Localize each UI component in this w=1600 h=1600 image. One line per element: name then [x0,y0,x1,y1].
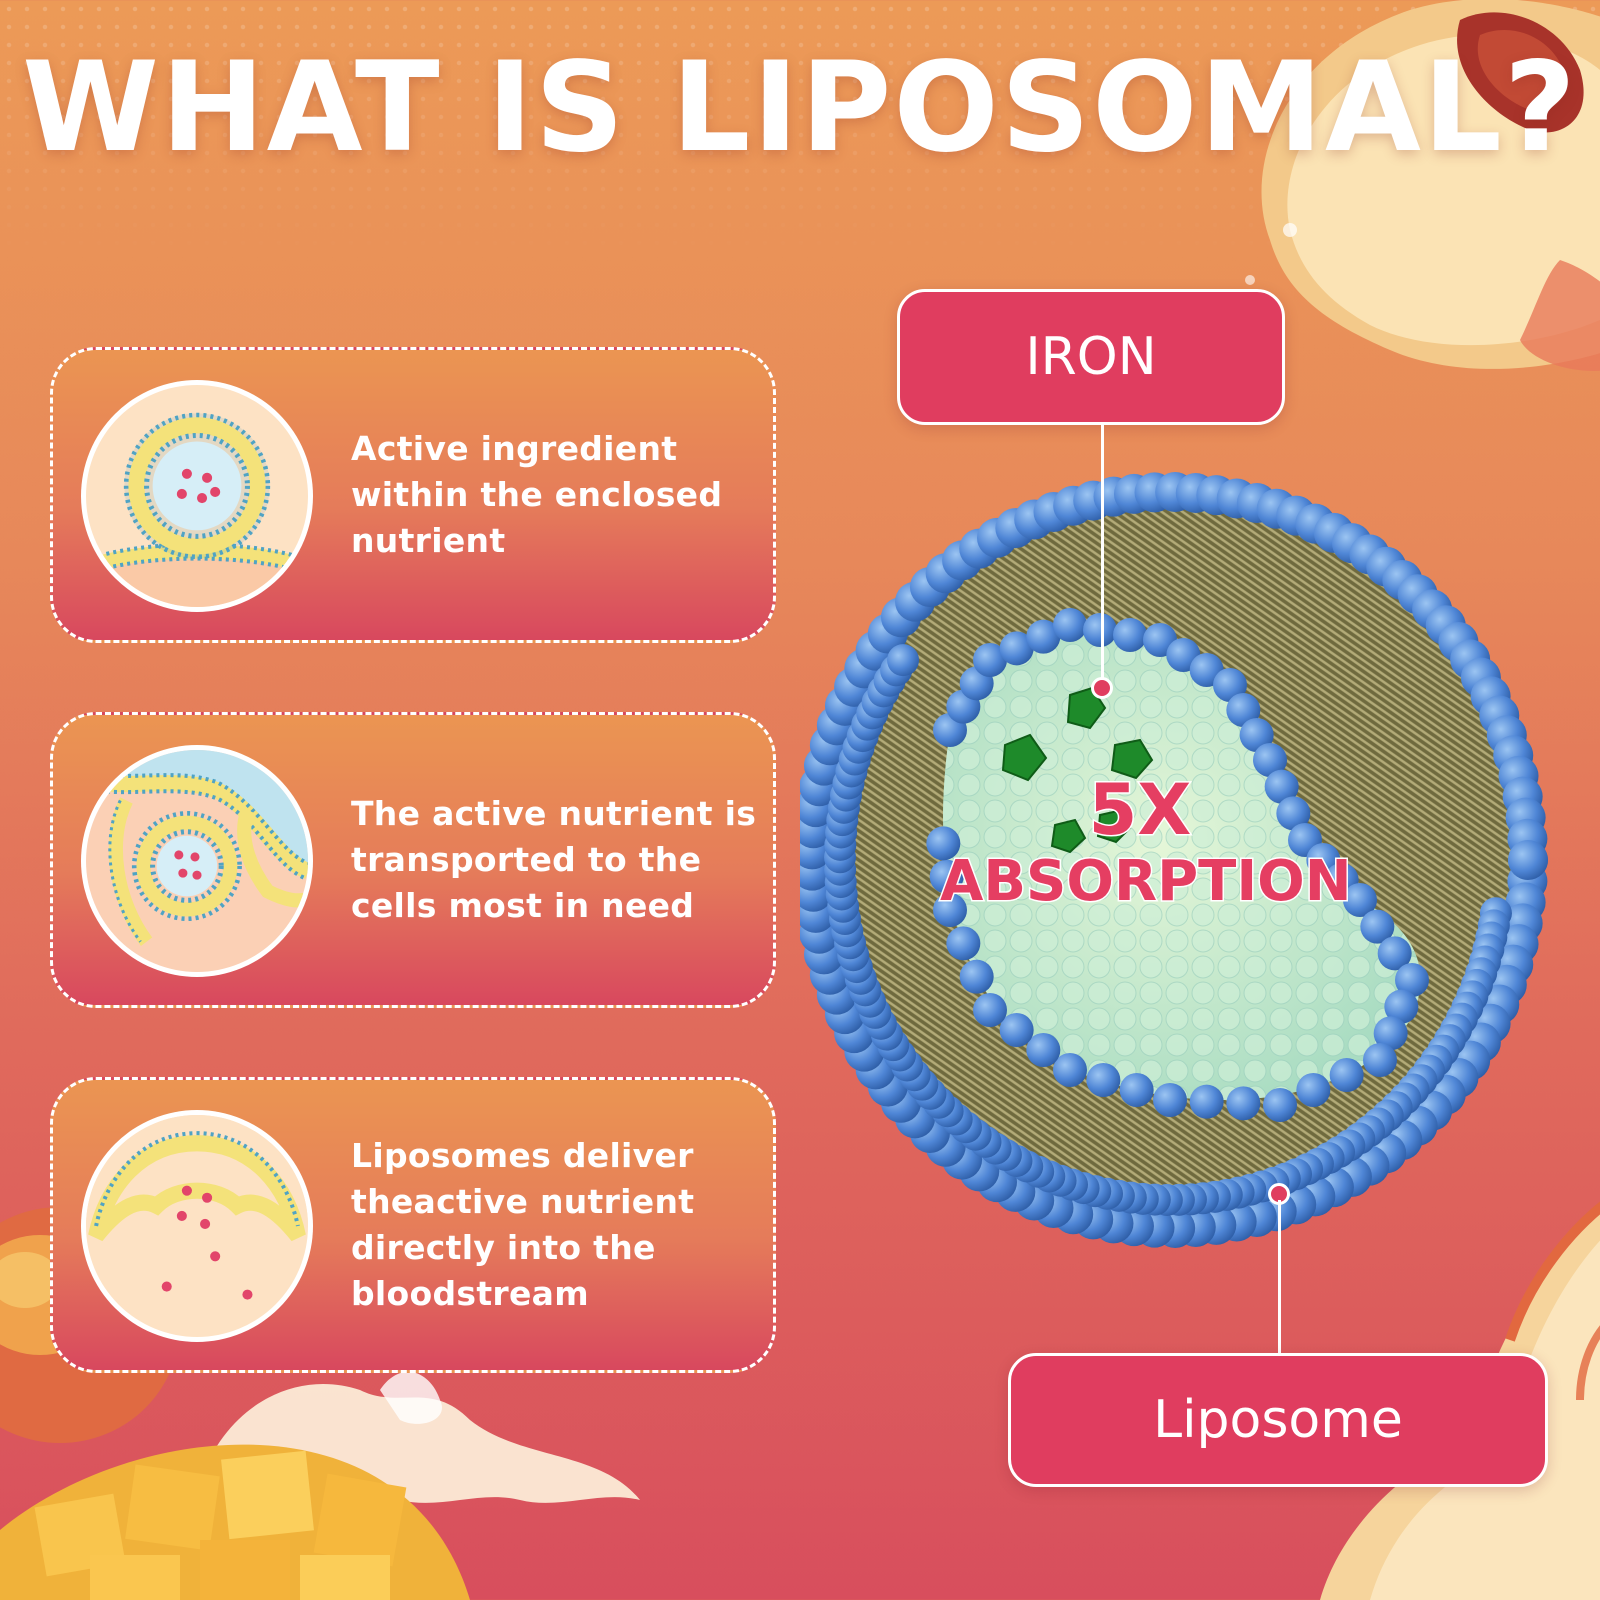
phospholipid-head [1276,796,1311,831]
inner-membrane [926,608,1429,1122]
liposome-connector-line [1278,1200,1281,1353]
iron-particles [1001,686,1154,854]
card-text: The active nutrient is transported to th… [351,794,757,925]
liposome-release-icon [81,1110,313,1342]
peach-slice-image [1320,1201,1600,1600]
phospholipid-head [1239,718,1274,752]
liposome-transport-icon [81,745,313,977]
iron-label: IRON [897,289,1285,425]
outer-membrane [800,472,1548,1248]
liposome-enclosed-icon [81,380,313,612]
phospholipid-head [1119,1073,1154,1107]
phospholipid-head [1377,936,1412,971]
phospholipid-head [1329,1058,1364,1092]
phospholipid-head [1083,613,1117,647]
phospholipid-head [1343,883,1377,917]
liposome-diagram [800,472,1548,1248]
phospholipid-head [933,893,967,927]
phospholipid-head [1086,1063,1121,1097]
phospholipid-head [1253,743,1287,777]
absorption-label: ABSORPTION [939,848,1354,915]
info-card-enclosed: Active ingredient within the enclosed nu… [50,347,776,643]
phospholipid-head [1226,693,1261,727]
phospholipid-head [1026,1033,1061,1067]
phospholipid-head [1053,1053,1087,1087]
phospholipid-head [926,826,961,861]
iron-pin [1091,677,1113,699]
phospholipid-head [1395,963,1429,997]
phospholipid-head [1026,619,1061,654]
info-card-transport: The active nutrient is transported to th… [50,712,776,1008]
phospholipid-head [1373,1016,1408,1051]
phospholipid-head [1189,1084,1224,1119]
phospholipid-head [1263,1088,1297,1122]
phospholipid-head [999,1013,1034,1047]
phospholipid-head [1363,1043,1397,1077]
phospholipid-head [1153,1083,1187,1117]
mango-image [0,1371,640,1600]
peach-half-image [1245,0,1600,371]
phospholipid-head [1360,909,1395,944]
info-card-release: Liposomes deliver theactive nutrient dir… [50,1077,776,1373]
phospholipid-head [1226,1086,1261,1121]
card-text: Liposomes deliver theactive nutrient dir… [351,1136,695,1313]
absorption-multiplier: 5X [1087,769,1193,852]
phospholipid-head [999,631,1034,666]
card-text: Active ingredient within the enclosed nu… [351,429,723,560]
phospholipid-head [1508,840,1548,880]
phospholipid-head [887,644,920,677]
phospholipid-head [1213,668,1247,702]
phospholipid-head [1264,769,1299,804]
phospholipid-head [929,859,964,894]
phospholipid-head [1053,608,1087,642]
phospholipid-head [973,993,1007,1027]
phospholipid-head [946,926,981,961]
liposome-label: Liposome [1008,1353,1548,1487]
phospholipid-head [1384,989,1419,1024]
page-title: WHAT IS LIPOSOMAL? [22,36,1578,180]
phospholipid-head [973,643,1007,677]
phospholipid-head [1113,618,1147,652]
iron-connector-line [1101,425,1104,687]
phospholipid-head [1296,1073,1331,1107]
phospholipid-head [959,959,994,994]
